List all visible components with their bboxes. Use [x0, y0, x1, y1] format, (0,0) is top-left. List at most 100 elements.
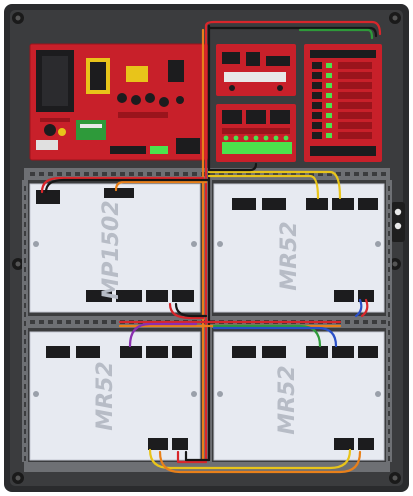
relay — [312, 112, 322, 119]
status-led — [326, 83, 332, 88]
rail-slot — [30, 320, 35, 324]
rail-slot — [24, 195, 26, 200]
controller-model-label: MR52 — [93, 361, 118, 430]
rail-slot — [84, 172, 89, 176]
rail-slot — [372, 320, 377, 324]
rail-slot — [111, 320, 116, 324]
rail-slot — [354, 320, 359, 324]
mounting-hole-icon — [12, 472, 24, 484]
rail-slot — [39, 172, 44, 176]
rail-slot — [309, 172, 314, 176]
wire-middle-green — [212, 324, 322, 348]
status-led — [326, 93, 332, 98]
rail-slot — [24, 375, 26, 380]
rail-slot — [66, 172, 71, 176]
rail-slot — [75, 172, 80, 176]
controller-model-label: MR52 — [277, 221, 302, 290]
rail-slot — [388, 303, 390, 308]
rail-slot — [24, 294, 26, 299]
rail-slot — [219, 172, 224, 176]
rail-slot — [39, 320, 44, 324]
rail-slot — [24, 258, 26, 263]
rail-slot — [388, 357, 390, 362]
controller-board-bottom-left: MR52 — [29, 331, 201, 461]
rail-slot — [93, 320, 98, 324]
rail-slot — [363, 320, 368, 324]
rail-slot — [246, 172, 251, 176]
rail-slot — [24, 393, 26, 398]
rail-slot — [24, 303, 26, 308]
rail-slot — [174, 172, 179, 176]
rail-slot — [388, 366, 390, 371]
rail-slot — [66, 320, 71, 324]
mounting-hole-icon — [389, 472, 401, 484]
rail-slot — [24, 339, 26, 344]
rail-slot — [192, 172, 197, 176]
mounting-hole-icon — [12, 12, 24, 24]
rail-slot — [24, 330, 26, 335]
rail-slot — [24, 402, 26, 407]
rail-slot — [237, 172, 242, 176]
rail-slot — [24, 222, 26, 227]
rail-slot — [388, 186, 390, 191]
relay-trace — [338, 132, 372, 139]
rail-slot — [388, 438, 390, 443]
rail-slot — [255, 172, 260, 176]
rail-slot — [388, 375, 390, 380]
rail-slot — [24, 411, 26, 416]
wire-middle-blue — [212, 326, 338, 348]
rail-slot — [381, 320, 386, 324]
rail-slot — [282, 172, 287, 176]
relay-trace — [338, 92, 372, 99]
rail-slot — [388, 321, 390, 326]
rail-slot — [345, 172, 350, 176]
rail-slot — [24, 321, 26, 326]
rail-slot — [228, 172, 233, 176]
controller-board-top-left: MP1502 — [29, 183, 201, 313]
relay — [312, 92, 322, 99]
status-led — [253, 135, 259, 141]
mounting-hole-icon — [12, 258, 24, 270]
rail-slot — [24, 366, 26, 371]
rail-slot — [24, 231, 26, 236]
rail-slot — [24, 384, 26, 389]
rail-slot — [129, 172, 134, 176]
rail-slot — [381, 172, 386, 176]
rail-slot — [388, 393, 390, 398]
rail-slot — [388, 195, 390, 200]
relay — [312, 72, 322, 79]
rail-slot — [372, 172, 377, 176]
rail-slot — [264, 172, 269, 176]
eight-channel-relay-board — [304, 44, 382, 162]
rail-slot — [24, 213, 26, 218]
rail-slot — [57, 320, 62, 324]
rail-slot — [24, 420, 26, 425]
rail-slot — [388, 384, 390, 389]
mounting-hole-icon — [389, 12, 401, 24]
status-led — [283, 135, 289, 141]
rail-slot — [24, 186, 26, 191]
lock-icon[interactable] — [391, 202, 405, 242]
black-relay — [168, 60, 184, 82]
rail-slot — [273, 172, 278, 176]
rail-slot — [388, 231, 390, 236]
rail-slot — [388, 420, 390, 425]
relay-trace — [338, 82, 372, 89]
rail-slot — [318, 172, 323, 176]
rail-slot — [388, 222, 390, 227]
rail-slot — [102, 172, 107, 176]
relay-trace — [338, 112, 372, 119]
rail-slot — [147, 172, 152, 176]
rail-slot — [30, 172, 35, 176]
wire-bottom-orange — [158, 450, 362, 474]
rail-slot — [388, 456, 390, 461]
rail-slot — [138, 172, 143, 176]
status-led — [326, 123, 332, 128]
status-led — [223, 135, 229, 141]
rail-slot — [388, 285, 390, 290]
rail-slot — [388, 249, 390, 254]
status-led — [326, 73, 332, 78]
rail-slot — [24, 456, 26, 461]
rail-slot — [388, 339, 390, 344]
